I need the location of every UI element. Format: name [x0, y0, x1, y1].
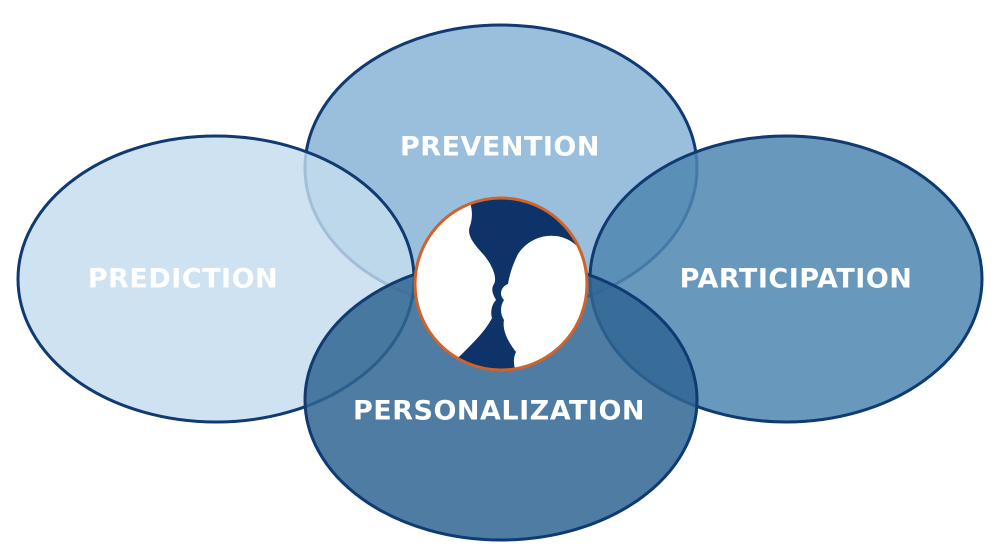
personalization-label: PERSONALIZATION: [352, 395, 646, 427]
prediction-label: PREDICTION: [87, 263, 279, 295]
prevention-label: PREVENTION: [400, 131, 600, 163]
participation-label: PARTICIPATION: [679, 263, 913, 295]
